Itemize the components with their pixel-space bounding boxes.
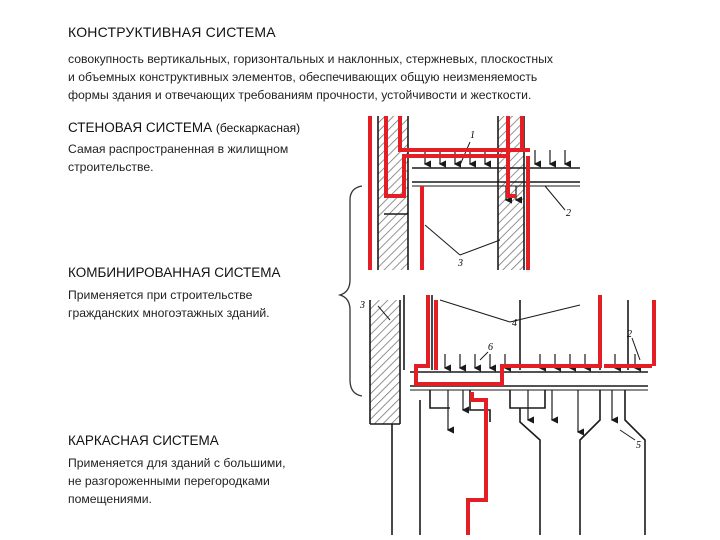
section-line: Применяется при строительстве [68,288,253,302]
section-heading-combined: КОМБИНИРОВАННАЯ СИСТЕМА [68,265,281,280]
section-heading-frame: КАРКАСНАЯ СИСТЕМА [68,433,219,448]
label-top-1: 1 [470,130,475,141]
definition-text: совокупность вертикальных, горизонтальны… [68,50,668,104]
label-bot-3: 3 [359,300,365,311]
section-heading-wall: СТЕНОВАЯ СИСТЕМА (бескаркасная) [68,120,300,135]
top-drawing [377,116,580,270]
section-line: помещениями. [68,492,152,506]
section-heading-wall-suffix: (бескаркасная) [215,121,301,135]
label-bot-5: 5 [636,440,641,451]
label-top-2: 2 [566,208,571,219]
label-top-3: 3 [457,258,463,269]
top-highlight [368,116,530,270]
section-line: Самая распространенная в жилищном [68,142,289,156]
brace-icon [337,185,363,397]
label-bot-6: 6 [488,342,493,353]
section-heading-wall-title: СТЕНОВАЯ СИСТЕМА [68,120,213,135]
page-title: КОНСТРУКТИВНАЯ СИСТЕМА [68,24,276,40]
section-text-combined: Применяется при строительстве граждански… [68,286,270,322]
label-bot-2: 2 [627,329,632,340]
section-text-wall: Самая распространенная в жилищном строит… [68,140,288,176]
section-text-frame: Применяется для зданий с большими, не ра… [68,454,285,508]
bottom-highlight [414,295,656,535]
section-line: не разгороженными перегородками [68,474,270,488]
section-line: строительстве. [68,160,154,174]
definition-line: формы здания и отвечающих требованиям пр… [68,88,532,102]
section-line: гражданских многоэтажных зданий. [68,306,270,320]
bottom-drawing [369,295,648,535]
definition-line: совокупность вертикальных, горизонтальны… [68,52,553,66]
definition-line: и объемных конструктивных элементов, обе… [68,70,538,84]
label-bot-4: 4 [512,318,517,329]
section-line: Применяется для зданий с большими, [68,456,286,470]
